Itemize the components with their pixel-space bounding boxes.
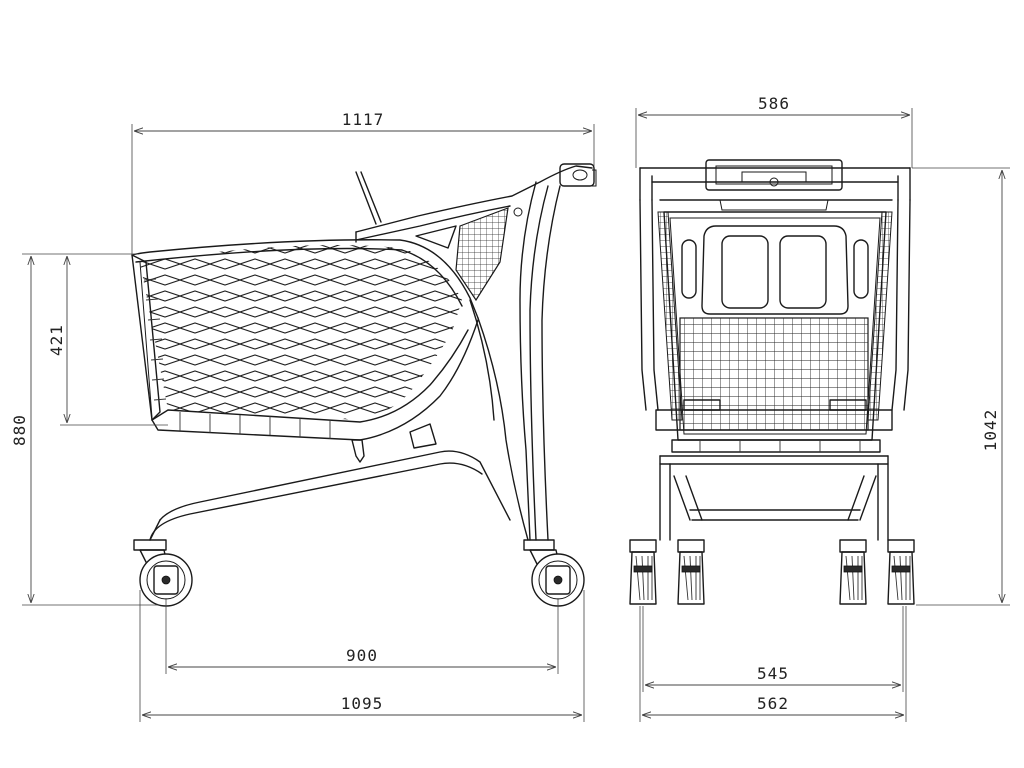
side-base-frame bbox=[133, 423, 511, 551]
dim-overall-height: 1042 bbox=[981, 409, 1000, 452]
front-base-frame bbox=[655, 409, 893, 541]
dim-wheel-track: 545 bbox=[757, 664, 789, 683]
side-view: 1117 880 421 900 1095 bbox=[10, 110, 597, 722]
side-basket bbox=[131, 239, 479, 441]
side-rear-frame bbox=[469, 181, 561, 551]
front-caster-1 bbox=[629, 539, 657, 605]
dim-base-width: 562 bbox=[757, 694, 789, 713]
front-basket bbox=[663, 211, 887, 453]
dim-overall-length: 1117 bbox=[342, 110, 385, 129]
dim-basket-height: 880 bbox=[10, 414, 29, 446]
dim-basket-depth: 421 bbox=[47, 324, 66, 356]
dim-top-width: 586 bbox=[758, 94, 790, 113]
front-caster-3 bbox=[839, 539, 867, 605]
front-caster-2 bbox=[677, 539, 705, 605]
front-view: 586 1042 545 562 bbox=[629, 94, 1010, 722]
front-caster-4 bbox=[887, 539, 915, 605]
side-front-caster bbox=[139, 549, 193, 607]
side-handle-assembly bbox=[355, 163, 597, 302]
side-dimensions: 1117 880 421 900 1095 bbox=[10, 110, 595, 722]
side-rear-caster bbox=[529, 549, 585, 607]
dim-base-length: 1095 bbox=[341, 694, 384, 713]
front-dimensions: 586 1042 545 562 bbox=[635, 94, 1010, 722]
dim-wheelbase: 900 bbox=[346, 646, 378, 665]
